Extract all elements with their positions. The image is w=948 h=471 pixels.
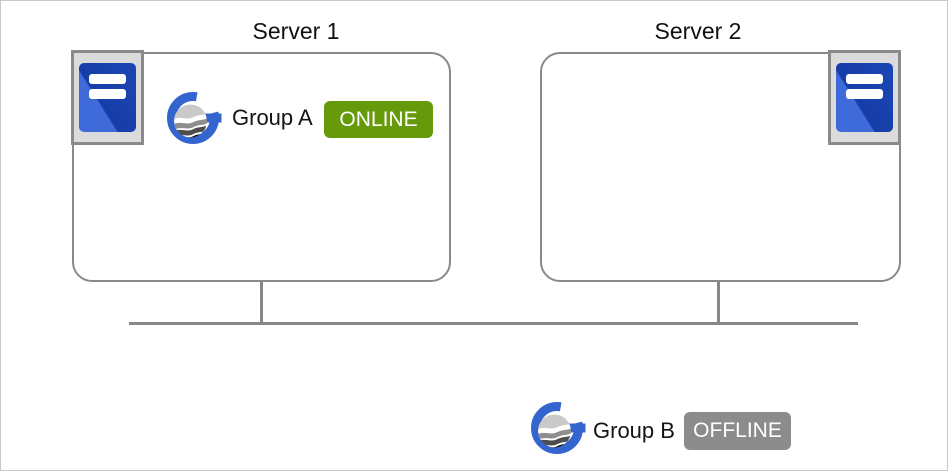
group-b-label: Group B <box>593 418 675 443</box>
group-a-label: Group A <box>232 105 313 130</box>
server2-tower-icon <box>828 50 901 145</box>
server2-network-drop-line <box>717 281 720 323</box>
group-g-globe-icon <box>530 399 587 457</box>
server1-network-drop-line <box>260 281 263 323</box>
server1-title: Server 1 <box>252 18 340 44</box>
group-g-globe-icon <box>166 89 223 147</box>
server-slot-bar <box>846 74 883 84</box>
network-bus-line <box>129 322 858 325</box>
server-tower-body <box>836 63 893 132</box>
server-slot-bar <box>89 89 126 99</box>
server-slot-bar <box>846 89 883 99</box>
server-slot-bar <box>89 74 126 84</box>
group-a-status-badge: ONLINE <box>324 101 433 138</box>
group-b-status-badge: OFFLINE <box>684 412 791 450</box>
server1-tower-icon <box>71 50 144 145</box>
server-tower-body <box>79 63 136 132</box>
server2-title: Server 2 <box>654 18 742 44</box>
